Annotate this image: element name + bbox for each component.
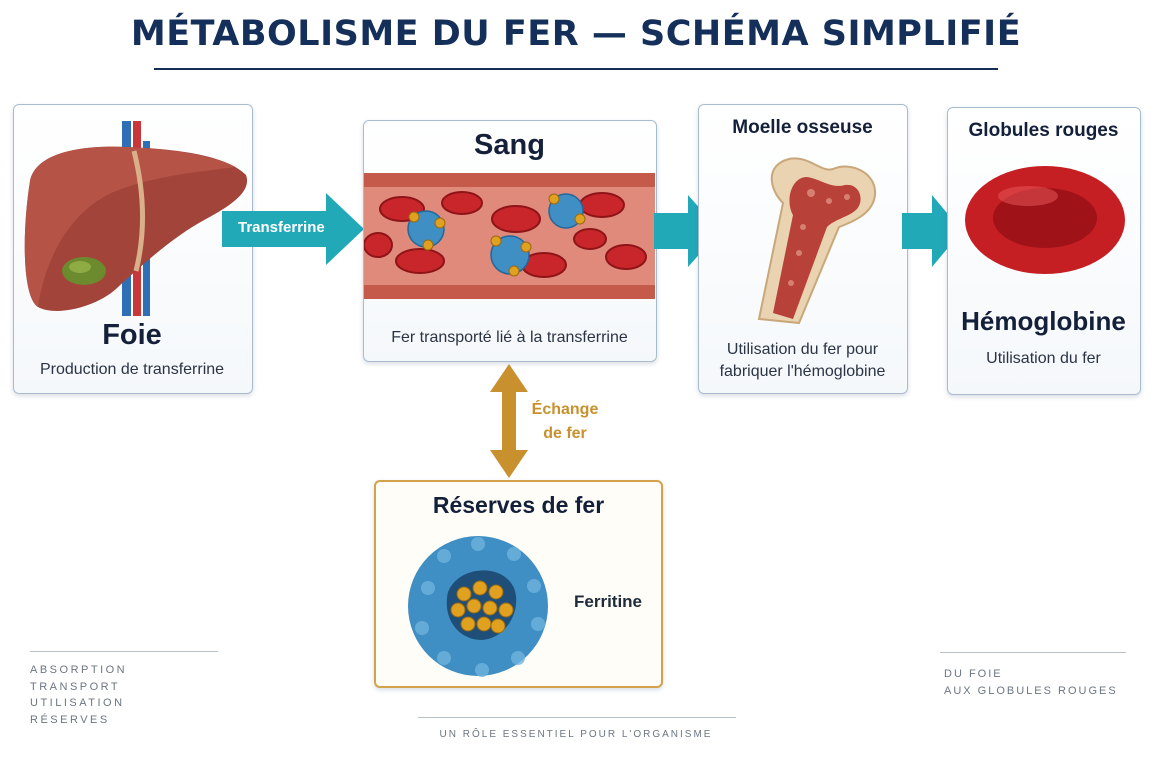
left-note-item: RÉSERVES bbox=[30, 713, 110, 726]
exchange-label-line2: de fer bbox=[543, 425, 587, 442]
left-note-item: TRANSPORT bbox=[30, 680, 121, 693]
arrow-transferrine-label: Transferrine bbox=[238, 219, 325, 236]
bone-marrow-description-2: fabriquer l'hémoglobine bbox=[719, 363, 886, 380]
left-notes-rule bbox=[30, 651, 218, 652]
iron-reserves-title: Réserves de fer bbox=[432, 492, 605, 518]
bone-marrow-title: Moelle osseuse bbox=[732, 117, 873, 138]
ferritin-label: Ferritine bbox=[574, 592, 643, 611]
ferritin-illustration bbox=[408, 536, 548, 677]
blood-title: Sang bbox=[474, 129, 545, 161]
exchange-label-line1: Échange bbox=[531, 401, 599, 418]
left-note-item: ABSORPTION bbox=[30, 664, 128, 676]
title-underline bbox=[154, 68, 998, 70]
right-note-item: AUX GLOBULES ROUGES bbox=[944, 684, 1118, 697]
hemoglobin-title: Hémoglobine bbox=[961, 306, 1126, 336]
liver-card: Foie Production de transferrine bbox=[13, 104, 253, 394]
left-note-item: UTILISATION bbox=[30, 697, 125, 709]
red-blood-cells-title: Globules rouges bbox=[968, 120, 1119, 141]
footer-rule bbox=[418, 717, 736, 718]
red-blood-cells-card: Globules rouges Hémoglobine Utilisation … bbox=[947, 107, 1141, 395]
blood-vessel-illustration bbox=[364, 173, 655, 299]
red-blood-cell-illustration bbox=[965, 166, 1125, 274]
right-note-item: DU FOIE bbox=[944, 668, 1003, 680]
liver-description: Production de transferrine bbox=[39, 361, 225, 378]
exchange-double-arrow bbox=[490, 364, 528, 478]
exchange-label: Échange de fer bbox=[520, 398, 610, 446]
bone-marrow-description-1: Utilisation du fer pour bbox=[726, 341, 879, 358]
arrow-liver-to-blood bbox=[222, 193, 364, 265]
blood-description: Fer transporté lié à la transferrine bbox=[391, 329, 628, 346]
liver-illustration bbox=[24, 121, 248, 316]
iron-reserves-card: Réserves de fer Ferritine bbox=[374, 480, 663, 688]
red-blood-cells-description: Utilisation du fer bbox=[986, 350, 1101, 367]
left-notes: ABSORPTION TRANSPORT UTILISATION RÉSERVE… bbox=[30, 662, 127, 728]
bone-illustration bbox=[757, 157, 877, 325]
bone-marrow-card: Moelle osseuse Utilisation du fer pour f… bbox=[698, 104, 908, 394]
footer-caption: UN RÔLE ESSENTIEL POUR L'ORGANISME bbox=[439, 729, 713, 740]
right-notes-rule bbox=[940, 652, 1126, 653]
blood-card: Sang Fer transporté lié à la transferrin… bbox=[363, 120, 657, 362]
page-title: MÉTABOLISME DU FER — SCHÉMA SIMPLIFIÉ bbox=[130, 14, 1022, 54]
liver-title: Foie bbox=[102, 319, 162, 351]
right-notes: DU FOIE AUX GLOBULES ROUGES bbox=[944, 666, 1118, 699]
